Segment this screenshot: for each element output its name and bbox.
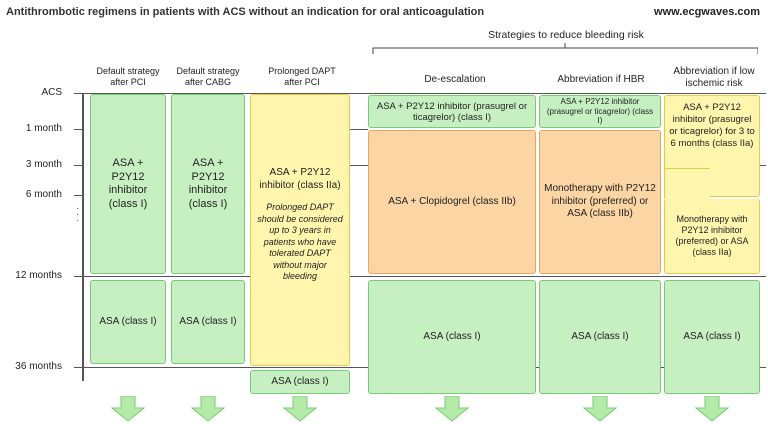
col6-down-arrow-icon xyxy=(695,396,729,422)
col6-mid-text: Monotherapy with P2Y12 inhibitor (prefer… xyxy=(675,214,749,257)
col4-down-arrow-icon xyxy=(435,396,469,422)
tick-acs xyxy=(74,93,84,94)
col3-mono-text: ASA (class I) xyxy=(271,375,329,387)
col3-header: Prolonged DAPT after PCI xyxy=(268,66,336,87)
col6-overlap-box xyxy=(664,168,710,199)
col1-down-arrow-icon xyxy=(111,396,145,422)
col4-mid-box: ASA + Clopidogrel (class IIb) xyxy=(368,130,536,274)
col1-mono-text: ASA (class I) xyxy=(99,315,157,327)
col5-down-arrow-icon xyxy=(583,396,617,422)
line-1-month xyxy=(350,129,368,130)
axis-label-6-month: 6 month xyxy=(25,189,62,200)
col5-mono-text: ASA (class I) xyxy=(571,330,629,342)
col1-dapt-box: ASA + P2Y12 inhibitor (class I) xyxy=(90,94,166,274)
col5-mid-text: Monotherapy with P2Y12 inhibitor (prefer… xyxy=(544,183,656,220)
col5-early-text: ASA + P2Y12 inhibitor (prasugrel or tica… xyxy=(546,97,654,126)
col2-mono-text: ASA (class I) xyxy=(179,315,237,327)
line-acs xyxy=(84,93,766,94)
col1-mono-box: ASA (class I) xyxy=(90,280,166,364)
strategies-label: Strategies to reduce bleeding risk xyxy=(488,29,644,41)
col5-mono-box: ASA (class I) xyxy=(539,280,661,394)
col5-header: Abbreviation if HBR xyxy=(557,74,645,85)
col4-mono-box: ASA (class I) xyxy=(368,280,536,394)
col4-mono-text: ASA (class I) xyxy=(423,330,481,342)
col4-mid-text: ASA + Clopidogrel (class IIb) xyxy=(388,195,516,207)
col3-dapt-text: ASA + P2Y12 inhibitor (class IIa) xyxy=(259,167,341,191)
axis-label-1-month: 1 month xyxy=(25,123,62,134)
tick-36-months xyxy=(74,367,84,368)
col6-early-text: ASA + P2Y12 inhibitor (prasugrel or tica… xyxy=(669,102,755,149)
col2-dapt-text: ASA + P2Y12 inhibitor (class I) xyxy=(188,157,228,210)
col2-dapt-box: ASA + P2Y12 inhibitor (class I) xyxy=(171,94,245,274)
col1-header: Default strategy after PCI xyxy=(96,66,160,87)
col4-header: De-escalation xyxy=(424,74,486,85)
tick-1-month xyxy=(74,129,84,130)
col5-early-box: ASA + P2Y12 inhibitor (prasugrel or tica… xyxy=(539,95,661,128)
axis-label-12-months: 12 months xyxy=(15,270,62,281)
tick-12-months xyxy=(74,276,84,277)
col2-mono-box: ASA (class I) xyxy=(171,280,245,364)
col3-down-arrow-icon xyxy=(283,396,317,422)
tick-6-month xyxy=(74,195,84,196)
site-url: www.ecgwaves.com xyxy=(654,6,760,18)
col3-note-text: Prolonged DAPT should be considered up t… xyxy=(257,202,343,281)
col5-mid-box: Monotherapy with P2Y12 inhibitor (prefer… xyxy=(539,130,661,274)
col2-down-arrow-icon xyxy=(191,396,225,422)
col6-mono-text: ASA (class I) xyxy=(683,330,741,342)
axis-label-acs: ACS xyxy=(41,87,62,98)
col6-mid-box: Monotherapy with P2Y12 inhibitor (prefer… xyxy=(664,199,760,274)
diagram-title: Antithrombotic regimens in patients with… xyxy=(6,6,485,18)
col3-dapt-box: ASA + P2Y12 inhibitor (class IIa) Prolon… xyxy=(250,94,350,366)
axis-label-36-months: 36 months xyxy=(15,361,62,372)
axis-label-3-month: 3 month xyxy=(25,159,62,170)
line-3-month xyxy=(350,165,368,166)
strategies-brace xyxy=(372,43,758,54)
col1-dapt-text: ASA + P2Y12 inhibitor (class I) xyxy=(108,157,148,210)
col6-mono-box: ASA (class I) xyxy=(664,280,760,394)
line-12-months xyxy=(84,276,766,277)
col6-header: Abbreviation if low ischemic risk xyxy=(673,66,755,89)
col6-early-box: ASA + P2Y12 inhibitor (prasugrel or tica… xyxy=(664,95,760,197)
col3-mono-box: ASA (class I) xyxy=(250,370,350,394)
time-axis xyxy=(82,93,84,381)
col4-early-text: ASA + P2Y12 inhibitor (prasugrel or tica… xyxy=(376,100,528,123)
col4-early-box: ASA + P2Y12 inhibitor (prasugrel or tica… xyxy=(368,95,536,128)
axis-break-dots: ··· xyxy=(76,203,80,226)
col2-header: Default strategy after CABG xyxy=(176,66,240,87)
tick-3-month xyxy=(74,165,84,166)
